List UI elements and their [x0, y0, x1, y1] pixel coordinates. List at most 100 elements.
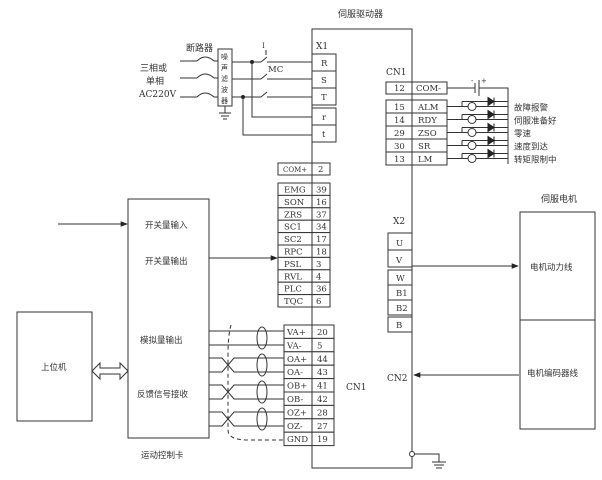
cn2-label: CN2	[387, 374, 408, 384]
signal-name: VA-	[286, 341, 302, 351]
cn1-label-bottom: CN1	[346, 383, 367, 393]
signal-name: OA-	[287, 368, 303, 378]
diode-icon	[487, 122, 495, 133]
signal-name: PLC	[284, 285, 302, 295]
x2-terminal: W	[396, 274, 405, 284]
pin-number: 6	[316, 297, 321, 307]
cn1-input-row: SC1 34	[277, 219, 331, 234]
signal-name: SON	[284, 198, 305, 208]
ground-icon	[219, 106, 231, 120]
signal-name: OB+	[287, 382, 307, 392]
x1-terminal: R	[321, 59, 328, 69]
signal-name: RDY	[418, 116, 437, 126]
power-source-label-3: AC220V	[138, 90, 177, 100]
signal-name: VA+	[286, 328, 306, 338]
output-terminal-icon	[467, 128, 477, 137]
pin-number: 20	[317, 328, 328, 338]
signal-name: LM	[418, 155, 433, 165]
cn1-output-row: 13 LM 转矩限制中	[385, 148, 557, 166]
pin-number: 4	[316, 272, 321, 282]
signal-name: SC2	[284, 235, 302, 245]
x1-label: X1	[316, 42, 328, 52]
signal-description: 转矩限制中	[514, 155, 557, 166]
cn1-analog-row: VA-5	[283, 337, 335, 353]
signal-name: GND	[287, 435, 308, 445]
cn1-analog-row: OZ-27	[283, 418, 335, 433]
signal-name: RPC	[284, 248, 303, 258]
cn1-analog-row: OB-42	[283, 391, 335, 406]
pin-number: 41	[317, 382, 328, 392]
x2-terminal-cell	[387, 299, 413, 316]
digital-input-label: 开关量输入	[145, 220, 188, 231]
filter-char: 波	[221, 85, 228, 94]
power-input-section: 三相或 单相 AC220V 断路器 噪 声 滤 波 器 I MC	[138, 42, 312, 136]
svg-text:-: -	[471, 77, 474, 85]
x1-terminal: S	[321, 76, 327, 86]
pin-number: 19	[317, 435, 328, 445]
servo-motor: 伺服电机 电机动力线 电机编码器线	[519, 193, 596, 430]
servo-drive-title: 伺服驱动器	[338, 8, 383, 20]
signal-name: OZ+	[287, 408, 307, 418]
switch-label: I	[262, 42, 265, 50]
cn1-analog-row: OA-43	[283, 364, 335, 380]
host-label: 上位机	[41, 362, 67, 373]
ground-icon	[414, 453, 446, 469]
signal-description: 故障报警	[514, 103, 549, 114]
twisted-pair-shield	[256, 326, 268, 350]
filter-char: 声	[221, 63, 228, 72]
output-terminal-icon	[467, 154, 477, 163]
signal-name: EMG	[284, 186, 306, 196]
signal-name: RVL	[284, 272, 302, 282]
signal-description: 伺服准备好	[514, 116, 557, 127]
pin-number: 34	[316, 223, 327, 233]
pin-number: 16	[316, 198, 327, 208]
cn1-input-row: SON 16	[277, 194, 331, 209]
pin-number: 44	[317, 355, 328, 365]
signal-description: 速度到达	[514, 142, 549, 153]
x2-terminal: V	[395, 256, 403, 266]
x2-label: X2	[393, 217, 405, 227]
cn1-input-row: RVL 4	[277, 269, 331, 283]
filter-char: 滤	[221, 74, 228, 83]
signal-name: SR	[418, 142, 431, 152]
signal-name: SC1	[284, 223, 302, 233]
pin-number: 37	[316, 210, 327, 220]
signal-name: ZSO	[418, 129, 437, 139]
signal-name: OA+	[287, 355, 307, 365]
pin-number: 14	[394, 116, 405, 126]
filter-char: 噪	[221, 53, 228, 61]
x2-terminal: B1	[396, 289, 408, 299]
output-terminal-icon	[467, 102, 477, 111]
output-terminal-icon	[467, 115, 477, 124]
cn1-analog-row: OB+ 41	[283, 378, 335, 393]
cn1-analog-row: GND 19	[283, 431, 335, 447]
breaker-label: 断路器	[186, 42, 213, 54]
x2-terminal: B2	[396, 304, 408, 314]
diode-icon	[487, 135, 495, 146]
host-computer: 上位机	[16, 311, 93, 422]
com-plus-pin: 2	[318, 165, 323, 175]
feedback-input-label: 反馈信号接收	[137, 389, 189, 400]
pin-number: 13	[394, 155, 405, 165]
svg-text:+: +	[481, 77, 487, 85]
x2-terminal: U	[396, 239, 403, 249]
motor-power-line-label: 电机动力线	[530, 262, 573, 273]
pin-number: 28	[317, 408, 328, 418]
cn1-analog-row: OA+ 44	[283, 351, 335, 366]
pin-number: 29	[394, 129, 405, 139]
pin-number: 30	[394, 142, 405, 152]
output-terminal-icon	[467, 141, 477, 150]
cn1-output-row: 30 SR 速度到达	[385, 135, 549, 153]
